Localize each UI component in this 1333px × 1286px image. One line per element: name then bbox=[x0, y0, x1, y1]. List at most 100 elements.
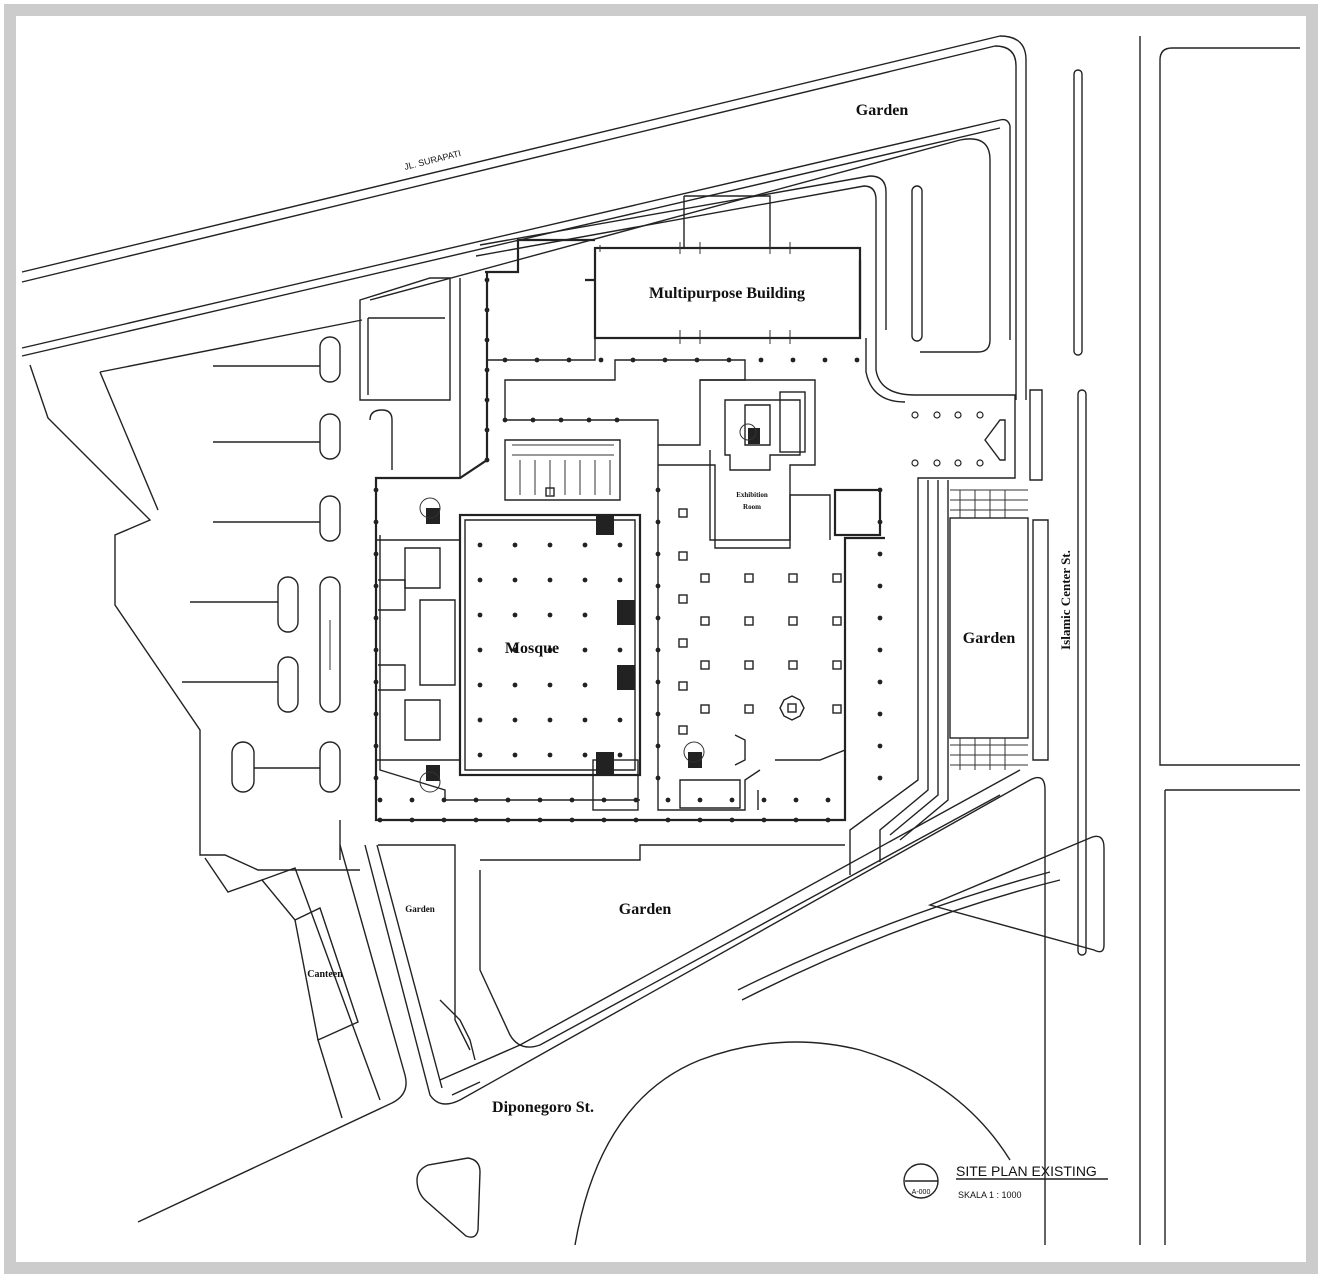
column-dot bbox=[601, 817, 607, 823]
stairs bbox=[419, 423, 760, 793]
column-dot bbox=[505, 797, 511, 803]
column-dot bbox=[822, 357, 828, 363]
column-dot bbox=[473, 797, 479, 803]
column-dot bbox=[512, 752, 518, 758]
plaza-column bbox=[678, 681, 688, 691]
plaza-column bbox=[700, 616, 710, 626]
column-dot bbox=[373, 711, 379, 717]
column-dot bbox=[582, 542, 588, 548]
column-dot bbox=[512, 612, 518, 618]
label-islamic-center-st: Islamic Center St. bbox=[1058, 550, 1073, 650]
column-dot bbox=[582, 612, 588, 618]
label-garden-bottom: Garden bbox=[619, 901, 672, 918]
column-dot bbox=[582, 682, 588, 688]
column-dot bbox=[614, 417, 620, 423]
column-dot bbox=[825, 817, 831, 823]
plaza-column bbox=[744, 616, 754, 626]
surapati-road bbox=[21, 35, 1027, 400]
column-dot bbox=[726, 357, 732, 363]
column-dot bbox=[484, 427, 490, 433]
column-dot bbox=[697, 797, 703, 803]
islamic-center-road bbox=[1029, 36, 1300, 1245]
column-dot bbox=[758, 357, 764, 363]
column-dot bbox=[512, 717, 518, 723]
column-dot bbox=[477, 752, 483, 758]
column-dot bbox=[633, 797, 639, 803]
column-dot bbox=[537, 817, 543, 823]
column-dot bbox=[512, 542, 518, 548]
column-dot bbox=[373, 583, 379, 589]
column-dot bbox=[877, 647, 883, 653]
plaza-column bbox=[788, 573, 798, 583]
column-dot bbox=[547, 682, 553, 688]
column-dot bbox=[655, 775, 661, 781]
column-dot bbox=[729, 797, 735, 803]
label-garden-right: Garden bbox=[963, 630, 1016, 647]
canteen-block bbox=[204, 857, 381, 1119]
diponegoro-road bbox=[137, 769, 1105, 1246]
column-dot bbox=[582, 752, 588, 758]
label-exhibition-2: Room bbox=[743, 503, 761, 511]
column-dot bbox=[854, 357, 860, 363]
column-dot bbox=[630, 357, 636, 363]
title-scale: SKALA 1 : 1000 bbox=[958, 1190, 1022, 1200]
column-dot bbox=[793, 797, 799, 803]
column-dot bbox=[582, 577, 588, 583]
plaza-column bbox=[788, 660, 798, 670]
column-dot bbox=[617, 647, 623, 653]
column-dot bbox=[505, 817, 511, 823]
plaza-column bbox=[700, 704, 710, 714]
column-dot bbox=[655, 519, 661, 525]
column-dot bbox=[373, 615, 379, 621]
title-code: A-000 bbox=[912, 1189, 931, 1196]
column-dot bbox=[790, 357, 796, 363]
column-dot bbox=[877, 615, 883, 621]
column-dot bbox=[655, 679, 661, 685]
plaza-column bbox=[744, 704, 754, 714]
parking-lot bbox=[29, 277, 451, 871]
column-dot bbox=[373, 743, 379, 749]
outer-border bbox=[4, 4, 1318, 1274]
column-dot bbox=[558, 417, 564, 423]
column-dot bbox=[566, 357, 572, 363]
title-block bbox=[903, 1163, 1108, 1199]
column-dot bbox=[697, 817, 703, 823]
column-dot bbox=[582, 647, 588, 653]
column-dot bbox=[547, 717, 553, 723]
label-multipurpose: Multipurpose Building bbox=[649, 285, 805, 302]
plaza-column bbox=[678, 638, 688, 648]
column-dot bbox=[547, 752, 553, 758]
column-dot bbox=[617, 717, 623, 723]
column-dot bbox=[655, 615, 661, 621]
column-dot bbox=[633, 817, 639, 823]
column-dot bbox=[655, 583, 661, 589]
column-dot bbox=[617, 542, 623, 548]
column-dot bbox=[502, 417, 508, 423]
east-garden bbox=[849, 330, 1029, 875]
label-diponegoro-st: Diponegoro St. bbox=[492, 1099, 594, 1116]
column-dot bbox=[547, 542, 553, 548]
column-dot bbox=[655, 487, 661, 493]
column-dot bbox=[729, 817, 735, 823]
column-dot bbox=[473, 817, 479, 823]
column-dot bbox=[512, 577, 518, 583]
column-dot bbox=[373, 679, 379, 685]
column-dot bbox=[477, 577, 483, 583]
column-dot bbox=[877, 487, 883, 493]
plaza-column bbox=[678, 508, 688, 518]
column-dot bbox=[586, 417, 592, 423]
label-garden-small: Garden bbox=[405, 904, 435, 914]
label-mosque: Mosque bbox=[505, 640, 559, 657]
column-dot bbox=[877, 743, 883, 749]
column-dot bbox=[377, 817, 383, 823]
column-dot bbox=[582, 717, 588, 723]
column-dot bbox=[694, 357, 700, 363]
column-dot bbox=[377, 797, 383, 803]
column-dot bbox=[655, 743, 661, 749]
title-site-plan: SITE PLAN EXISTING bbox=[956, 1163, 1097, 1179]
plaza-column bbox=[678, 594, 688, 604]
column-dot bbox=[484, 397, 490, 403]
label-exhibition-1: Exhibition bbox=[736, 491, 768, 499]
plaza-column bbox=[832, 573, 842, 583]
